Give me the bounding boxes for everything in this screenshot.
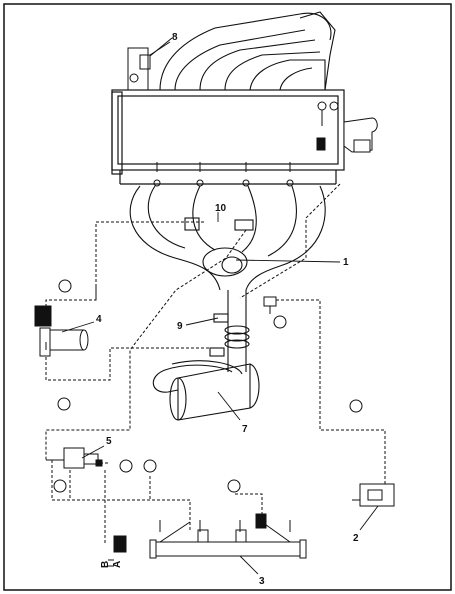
head-right-fittings <box>316 101 378 153</box>
callout-8: 8 <box>172 32 178 43</box>
sensor-2 <box>352 483 395 507</box>
downpipe <box>209 290 250 372</box>
callout-7: 7 <box>242 424 248 435</box>
connector-b-label: B <box>100 561 111 568</box>
callout-3: 3 <box>259 576 265 587</box>
catalytic-converter <box>152 360 260 421</box>
ref-marker <box>143 459 157 473</box>
callout-10: 10 <box>215 203 227 214</box>
rail-ports <box>159 520 291 532</box>
callout-1: 1 <box>343 257 349 268</box>
sensor-bracket <box>127 37 173 91</box>
callout-5: 5 <box>106 436 112 447</box>
ref-marker <box>349 399 363 413</box>
exhaust-manifold <box>129 185 326 291</box>
diagram-border <box>3 3 452 591</box>
cylinder-head <box>111 89 345 185</box>
callout-9: 9 <box>177 321 183 332</box>
reference-markers <box>53 279 363 493</box>
ref-marker <box>227 479 241 493</box>
connector-a-label: A <box>112 561 123 568</box>
control-lines <box>45 183 386 545</box>
ref-marker <box>273 315 287 329</box>
callout-2: 2 <box>353 533 359 544</box>
head-plugs <box>153 162 294 187</box>
intake-manifold <box>150 11 336 91</box>
ref-marker <box>57 397 71 411</box>
fuel-rail-3 <box>113 513 307 559</box>
ref-marker <box>58 279 72 293</box>
oxygen-sensor <box>263 296 277 314</box>
leader-lines <box>61 41 379 575</box>
callout-4: 4 <box>96 314 102 325</box>
control-valve-4 <box>34 305 89 357</box>
connector-arrows <box>108 559 114 567</box>
ref-marker <box>53 479 67 493</box>
control-valve-5 <box>46 447 103 469</box>
ref-marker <box>119 459 133 473</box>
